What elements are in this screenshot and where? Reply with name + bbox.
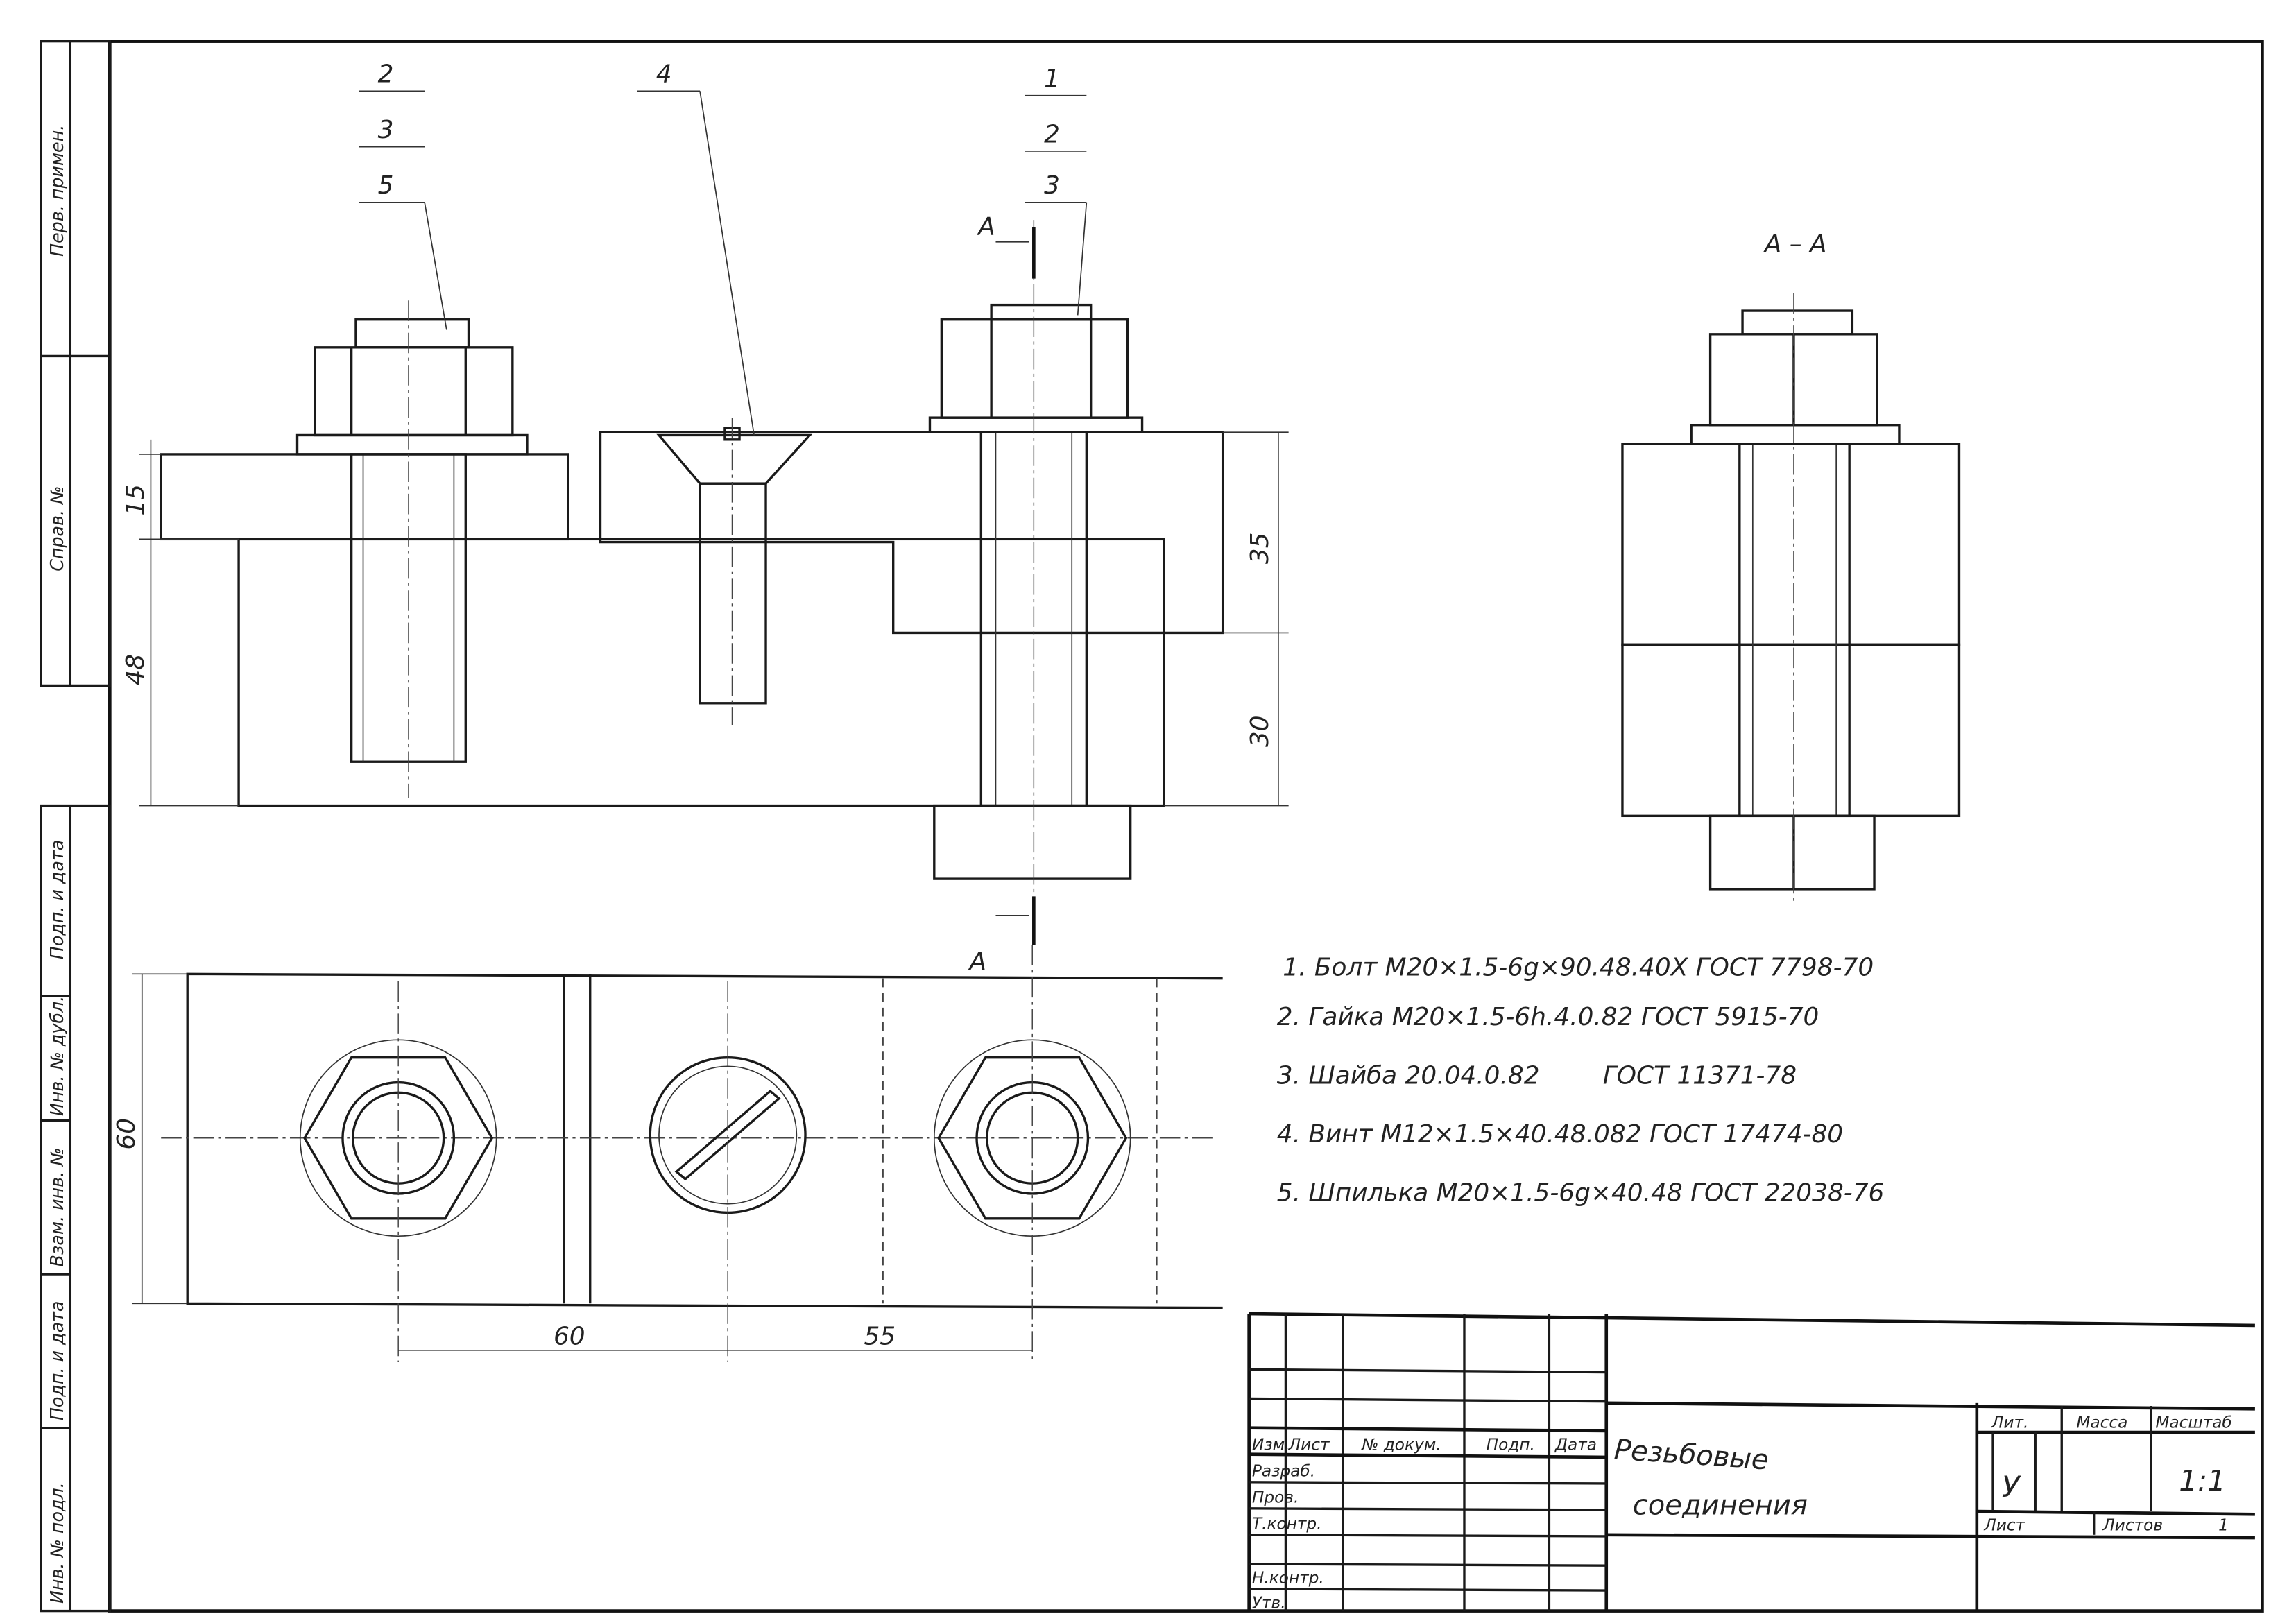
drawing-text: 5	[378, 171, 394, 200]
stamp-label: Взам. инв. №	[46, 1148, 67, 1267]
drawing-text: Разраб.	[1252, 1461, 1315, 1480]
drawing-text: Т.контр.	[1252, 1514, 1322, 1533]
stamp-label: Перв. примен.	[46, 125, 67, 257]
drawing-text: Н.контр.	[1252, 1568, 1324, 1587]
drawing-text: Масштаб	[2155, 1414, 2231, 1432]
drawing-title-line2: соединения	[1633, 1489, 1808, 1521]
part-5: 5. Шпилька М20×1.5-6g×40.48 ГОСТ 22038-7…	[1277, 1179, 1885, 1208]
part-1: 1. Болт М20×1.5-6g×90.48.40Х ГОСТ 7798-7…	[1283, 953, 1874, 981]
drawing-text: 2	[378, 60, 394, 89]
screw-head-top	[649, 981, 807, 1362]
drawing-text: Изм.	[1252, 1435, 1290, 1454]
drawing-title-line1: Резьбовые	[1613, 1434, 1770, 1476]
drawing-text: 60	[554, 1322, 585, 1350]
drawing-text: 1	[1044, 65, 1060, 93]
right-plate	[599, 431, 1224, 635]
drawing-text: 55	[864, 1322, 896, 1350]
part-3: 3. Шайба 20.04.0.82 ГОСТ 11371-78	[1277, 1062, 1797, 1090]
drawing-text: 2	[1044, 120, 1060, 148]
drawing-text: Масса	[2076, 1414, 2127, 1432]
section-title: А – А	[1763, 230, 1827, 259]
stud-nut-top	[299, 981, 497, 1362]
parts-list: 1. Болт М20×1.5-6g×90.48.40Х ГОСТ 7798-7…	[1277, 953, 1885, 1207]
section-marker-bottom: А	[968, 947, 986, 976]
stamp-label: Справ. №	[46, 486, 67, 572]
drawing-text: 15	[121, 484, 150, 516]
bolt-nut-top	[933, 945, 1131, 1362]
dimensions-front: 15 48 35 30	[121, 431, 1289, 807]
drawing-text: 60	[112, 1118, 141, 1150]
top-view: 60 60 55	[112, 945, 1223, 1362]
drawing-text: 48	[121, 654, 150, 686]
side-stamp: Перв. примен. Справ. № Подп. и дата Инв.…	[40, 40, 112, 1613]
sheet-frame	[108, 40, 2264, 1613]
scale-value: 1:1	[2179, 1463, 2226, 1497]
drawing-text: № докум.	[1360, 1435, 1441, 1454]
section-marker-top: А	[977, 212, 995, 241]
drawing-text: Пров.	[1252, 1488, 1299, 1506]
drawing-text: Лист	[1288, 1435, 1330, 1454]
drawing-text: 4	[656, 60, 672, 89]
drawing-text: 1	[2218, 1515, 2229, 1534]
lit-value: У	[2002, 1470, 2021, 1504]
base-block	[237, 538, 1165, 807]
stamp-label: Инв. № подл.	[46, 1482, 67, 1604]
drawing-text: 35	[1246, 533, 1274, 565]
stamp-label: Инв. № дубл.	[46, 996, 67, 1116]
drawing-text: Лит.	[1991, 1414, 2028, 1432]
title-block: Изм. Лист № докум. Подп. Дата Разраб. Пр…	[1247, 1312, 2255, 1612]
stamp-label: Подп. и дата	[46, 1301, 67, 1421]
drawing-text: 3	[378, 116, 394, 144]
callout-left: 2 3 5	[359, 60, 447, 330]
drawing-text: Листов	[2102, 1515, 2163, 1534]
drawing-text: Лист	[1983, 1515, 2025, 1534]
drawing-text: 3	[1044, 171, 1060, 200]
drawing-text: 30	[1246, 715, 1274, 747]
dimensions-top: 60 60 55	[112, 973, 1033, 1351]
part-4: 4. Винт М12×1.5×40.48.082 ГОСТ 17474-80	[1277, 1120, 1843, 1149]
section-a-a: А – А	[1621, 230, 1961, 901]
drawing-text: Дата	[1554, 1435, 1597, 1454]
left-plate	[160, 453, 569, 541]
stamp-label: Подп. и дата	[46, 840, 67, 960]
callout-screw: 4	[637, 60, 755, 436]
drawing-text: Подп.	[1487, 1435, 1535, 1454]
part-2: 2. Гайка М20×1.5-6h.4.0.82 ГОСТ 5915-70	[1277, 1003, 1819, 1031]
callout-right: 1 2 3	[1025, 65, 1088, 316]
drawing-text: Утв.	[1252, 1593, 1286, 1612]
front-view: А А 2 3 5 4 1 2 3	[121, 60, 1289, 976]
